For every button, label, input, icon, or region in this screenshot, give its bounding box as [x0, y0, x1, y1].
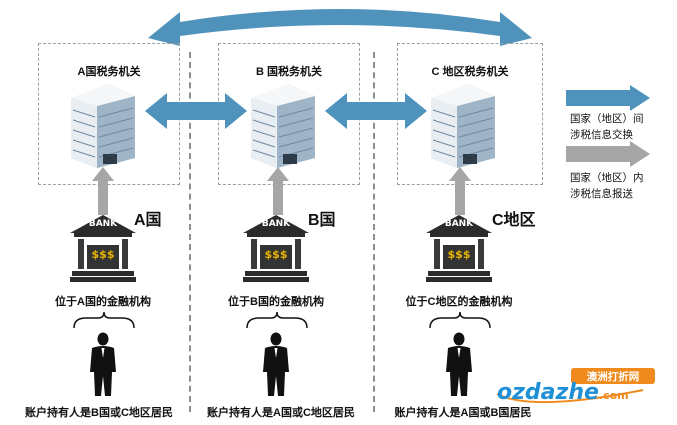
authority-title-b: B 国税务机关 [256, 66, 322, 78]
watermark-logo: 澳洲打折网 ozdazhe.com [493, 364, 673, 414]
country-label-c: C地区 [492, 212, 536, 229]
brace-c [429, 311, 491, 329]
exchange-arrow-b-c [325, 93, 427, 129]
legend-report-arrow-icon [566, 141, 650, 167]
person-icon-b [263, 332, 289, 396]
office-building-icon-b [251, 84, 315, 168]
exchange-arrow-top [148, 9, 532, 46]
holder-label-b: 账户持有人是A国或C地区居民 [207, 407, 355, 419]
brace-b [246, 311, 308, 329]
office-building-icon-a [71, 84, 135, 168]
legend-report-label: 国家（地区）内 涉税信息报送 [570, 172, 644, 200]
authority-title-c: C 地区税务机关 [431, 66, 509, 78]
authority-title-a: A国税务机关 [77, 66, 141, 78]
person-icon-a [90, 332, 116, 396]
institution-label-b: 位于B国的金融机构 [228, 296, 324, 308]
person-icon-c [446, 332, 472, 396]
holder-label-c: 账户持有人是A国或B国居民 [394, 407, 532, 419]
bank-icon-a: BANK $$$ [70, 215, 136, 283]
bank-icon-b: BANK $$$ [243, 215, 309, 283]
legend-exchange-arrow-icon [566, 85, 650, 111]
legend-exchange-label: 国家（地区）间 涉税信息交换 [570, 113, 644, 141]
institution-label-c: 位于C地区的金融机构 [405, 296, 513, 308]
report-arrow-b [267, 167, 289, 215]
bank-icon-c: BANK $$$ [426, 215, 492, 283]
report-arrow-c [449, 167, 471, 215]
holder-label-a: 账户持有人是B国或C地区居民 [25, 407, 173, 419]
divider-right [373, 52, 375, 412]
country-label-b: B国 [308, 212, 336, 229]
divider-left [189, 52, 191, 412]
watermark-brand: ozdazhe.com [497, 380, 629, 405]
exchange-arrow-a-b [145, 93, 247, 129]
report-arrow-a [92, 167, 114, 215]
institution-label-a: 位于A国的金融机构 [55, 296, 151, 308]
office-building-icon-c [431, 84, 495, 168]
watermark-badge: 澳洲打折网 [586, 371, 640, 383]
brace-a [73, 311, 135, 329]
country-label-a: A国 [134, 212, 162, 229]
